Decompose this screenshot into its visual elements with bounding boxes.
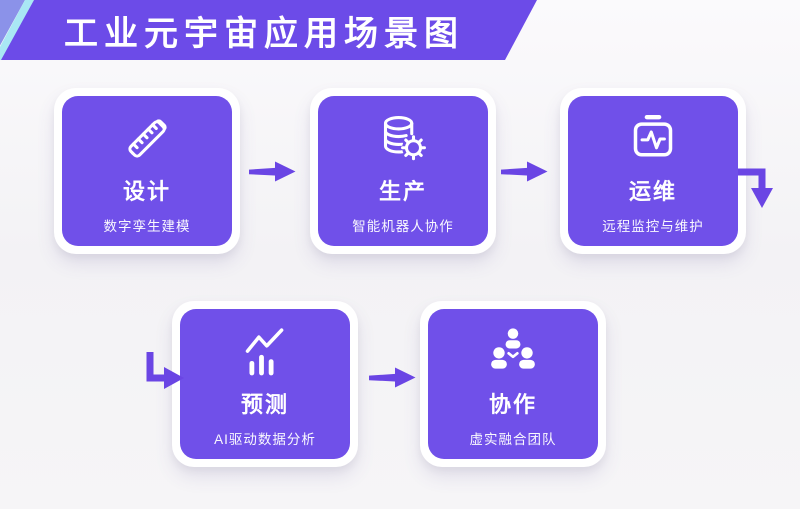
flow-card-forecast: 预测 AI驱动数据分析	[172, 301, 358, 467]
card-title: 协作	[488, 392, 537, 417]
card-title: 运维	[628, 179, 677, 204]
page-title: 工业元宇宙应用场景图	[64, 14, 464, 53]
elbow-right-arrow-icon	[146, 352, 184, 389]
trend-bars-icon	[237, 323, 293, 381]
card-title: 生产	[378, 179, 427, 204]
flow-arrow-forecast-to-collaboration	[366, 364, 418, 397]
database-gear-icon	[375, 110, 431, 168]
card-subtitle: AI驱动数据分析	[214, 432, 316, 447]
flow-card-operations: 运维 远程监控与维护	[560, 88, 746, 254]
flow-arrow-production-to-operations	[498, 158, 550, 191]
flow-arrow-wrap-down	[736, 158, 784, 223]
right-arrow-icon	[369, 367, 416, 388]
ruler-pencil-icon	[119, 110, 175, 168]
card-subtitle: 虚实融合团队	[469, 432, 557, 447]
team-icon	[485, 323, 541, 381]
flow-card-collaboration: 协作 虚实融合团队	[420, 301, 606, 467]
header-banner: 工业元宇宙应用场景图	[0, 0, 560, 60]
flow-arrow-design-to-production	[246, 158, 298, 191]
elbow-down-arrow-icon	[738, 168, 773, 208]
card-subtitle: 远程监控与维护	[602, 219, 704, 234]
right-arrow-icon	[501, 161, 548, 182]
toolbox-pulse-icon	[625, 110, 681, 168]
flow-card-production: 生产 智能机器人协作	[310, 88, 496, 254]
card-title: 预测	[240, 392, 289, 417]
card-subtitle: 智能机器人协作	[352, 219, 454, 234]
right-arrow-icon	[249, 161, 296, 182]
banner-shape	[1, 0, 537, 60]
card-title: 设计	[122, 179, 171, 204]
flow-arrow-wrap-right	[134, 350, 188, 399]
flow-card-design: 设计 数字孪生建模	[54, 88, 240, 254]
card-subtitle: 数字孪生建模	[103, 219, 191, 234]
